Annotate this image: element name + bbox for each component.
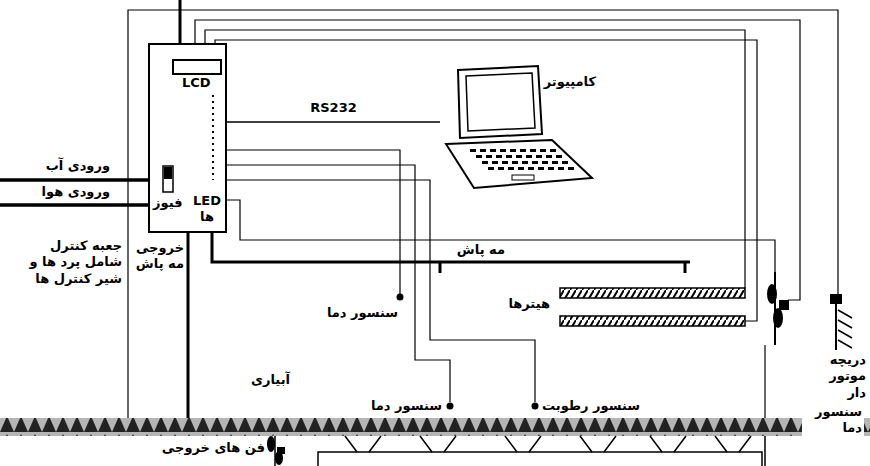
heater-label: هیترها: [508, 296, 550, 312]
fan-symbol: [767, 272, 789, 345]
exhaust-fan: [267, 436, 285, 466]
lcd-display: LCD: [172, 59, 222, 94]
damper: [830, 294, 852, 350]
fuse-switch: [163, 166, 173, 192]
sensor-dot: [397, 294, 404, 301]
input-pipes: [0, 180, 148, 205]
input-label: ورودی هوا: [42, 184, 110, 200]
mist-pipe: [212, 233, 690, 262]
led-row: [212, 95, 214, 180]
lcd-screen: [172, 59, 222, 75]
fuse-label: فیوز: [153, 195, 182, 211]
input-label: ورودی آب: [46, 158, 110, 174]
sensor-label: سنسور رطوبت: [542, 398, 640, 414]
heater: [560, 288, 745, 298]
irrigation-pipe: [187, 233, 190, 418]
irrigation-label: آبیاری: [251, 372, 290, 388]
mist-nozzle: [440, 262, 685, 273]
mist-output-label: خروجی مه پاش: [132, 240, 184, 273]
ground-band: [0, 418, 870, 436]
control-box: LCD فیوز LED ها: [148, 43, 227, 233]
serial-link: [227, 121, 440, 123]
computer-label: کامپیوتر: [544, 74, 596, 90]
sensor-dot: [447, 403, 454, 410]
control-wires: [128, 10, 838, 418]
damper-label: دریچه موتور دار: [808, 352, 866, 401]
sensor-label: سنسور دما: [802, 404, 864, 437]
power-cable: [179, 0, 182, 43]
sensor-label: سنسور دما: [371, 398, 442, 414]
fuse-lever: [164, 167, 172, 179]
exhaust-fan-label: فن های خروجی: [162, 440, 265, 456]
control-box-note: جعبه کنترل شامل پرد ها و شیر کنترل ها: [10, 238, 122, 287]
link-label: RS232: [310, 100, 357, 116]
growing-bed: [318, 436, 765, 466]
led-label: LED ها: [190, 193, 224, 226]
computer: کامپیوتر: [440, 62, 600, 192]
sensor-label: سنسور دما: [327, 305, 398, 321]
mist-label: مه پاش: [457, 242, 505, 258]
sensor-dot: [532, 403, 539, 410]
lcd-label: LCD: [182, 75, 211, 91]
bed-supports: [345, 436, 751, 452]
heater: [560, 316, 745, 326]
